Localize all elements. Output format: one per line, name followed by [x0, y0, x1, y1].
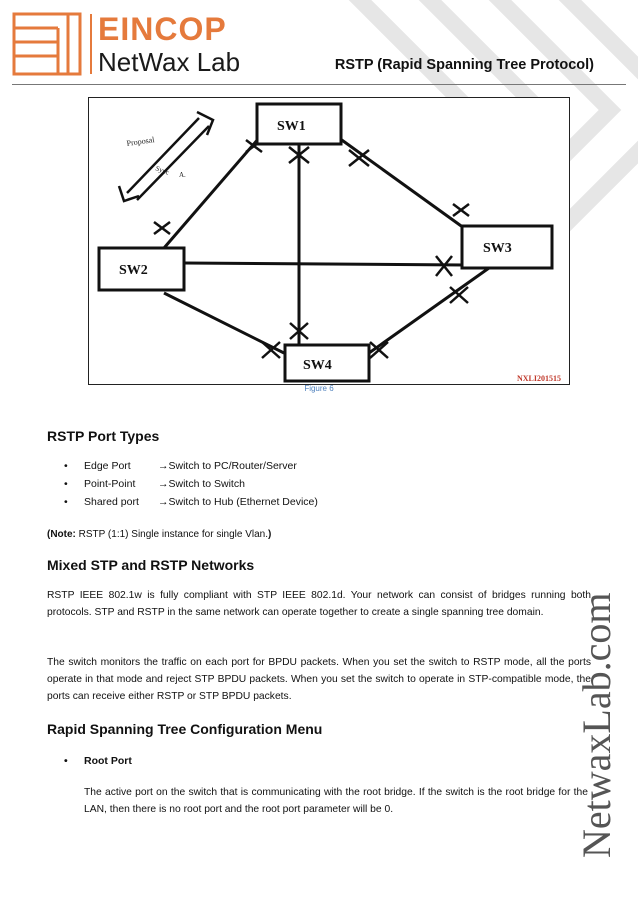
- port-type-name: Edge Port: [84, 460, 131, 472]
- brand-subtitle: NetWax Lab: [98, 47, 241, 77]
- watermark-text: NetwaxLab.com: [574, 593, 619, 858]
- proposal-sync-arrows: [117, 110, 215, 203]
- watermark: NetwaxLab.com: [574, 593, 619, 858]
- sw3-label: SW3: [483, 241, 512, 256]
- port-type-desc-text: Switch to PC/Router/Server: [168, 460, 297, 472]
- port-type-desc-text: Switch to Hub (Ethernet Device): [168, 496, 318, 508]
- port-types-list: • Edge Port →Switch to PC/Router/Server …: [64, 460, 514, 514]
- port-type-name: Shared port: [84, 496, 139, 508]
- proposal-label: Proposal: [126, 135, 156, 148]
- section-heading-port-types: RSTP Port Types: [47, 428, 160, 444]
- figure-caption: Figure 6: [304, 384, 334, 393]
- section-heading-config: Rapid Spanning Tree Configuration Menu: [47, 721, 323, 737]
- switch-sw1: [255, 102, 343, 146]
- agreement-label: A.: [179, 171, 186, 179]
- paragraph: The switch monitors the traffic on each …: [47, 657, 591, 702]
- list-item: • Edge Port →Switch to PC/Router/Server: [64, 460, 514, 478]
- switch-sw3: [460, 224, 554, 270]
- logo-mark-icon: [12, 12, 82, 76]
- section-heading-mixed: Mixed STP and RSTP Networks: [47, 557, 255, 573]
- paragraph: The active port on the switch that is co…: [84, 787, 588, 815]
- port-type-desc-text: Switch to Switch: [168, 478, 245, 490]
- arrow-right-icon: →: [158, 478, 169, 490]
- rstp-topology-figure: Proposal Sync A. SW1 SW2 SW3 SW4: [88, 97, 570, 385]
- figure-code: NXLI201515: [517, 374, 561, 383]
- note-text: RSTP (1:1) Single instance for single Vl…: [75, 529, 269, 540]
- link-sw1-sw3: [338, 136, 465, 230]
- arrow-right-icon: →: [158, 496, 169, 508]
- header-divider: [12, 84, 626, 85]
- link-sw1-sw2: [162, 137, 261, 249]
- bullet-icon: •: [64, 460, 68, 472]
- logo: EINCOP NetWax Lab: [12, 10, 267, 80]
- link-sw3-sw4: [368, 266, 490, 355]
- logo-separator: [90, 14, 92, 74]
- bullet-icon: •: [64, 496, 68, 508]
- list-item: • Shared port →Switch to Hub (Ethernet D…: [64, 496, 514, 514]
- bullet-icon: •: [64, 478, 68, 490]
- port-type-name: Point-Point: [84, 478, 136, 490]
- note-label: (Note:: [47, 529, 76, 540]
- bullet-icon: •: [64, 755, 68, 767]
- switch-sw2: [97, 246, 186, 292]
- sw2-label: SW2: [119, 263, 148, 278]
- paragraph: RSTP IEEE 802.1w is fully compliant with…: [47, 590, 591, 618]
- list-item: • Point-Point →Switch to Switch: [64, 478, 514, 496]
- port-type-desc: →Switch to Hub (Ethernet Device): [158, 496, 318, 508]
- switch-sw4: [283, 343, 371, 383]
- topology-diagram: Proposal Sync A. SW1 SW2 SW3 SW4: [97, 102, 561, 383]
- port-type-desc: →Switch to PC/Router/Server: [158, 460, 297, 472]
- note-close: ): [268, 529, 272, 540]
- page-title: RSTP (Rapid Spanning Tree Protocol): [334, 57, 594, 73]
- sw1-label: SW1: [277, 119, 306, 134]
- root-port-label: Root Port: [84, 755, 132, 767]
- note: (Note: RSTP (1:1) Single instance for si…: [47, 529, 271, 540]
- blocked-port-marks: [153, 139, 470, 359]
- arrow-right-icon: →: [158, 460, 169, 472]
- sw4-label: SW4: [303, 358, 332, 373]
- brand-name: EINCOP: [98, 11, 227, 47]
- link-sw2-sw3: [183, 261, 465, 267]
- port-type-desc: →Switch to Switch: [158, 478, 245, 490]
